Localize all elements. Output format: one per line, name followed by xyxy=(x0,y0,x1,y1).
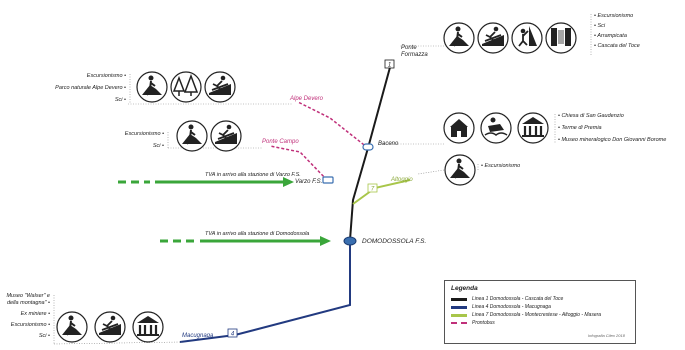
climber-icon xyxy=(511,22,543,54)
line-4-route xyxy=(179,240,351,343)
devero-attraction-item: Sci • xyxy=(115,97,126,103)
formazza-attraction-item: • Escursionismo xyxy=(594,13,633,19)
tva-varzo-arrow xyxy=(118,177,294,187)
baceno-attraction-item: • Terme di Premia xyxy=(558,125,602,131)
stop-ponte-campo: Ponte Campo xyxy=(262,139,299,145)
legend-item: Linea 4 Domodossola - Macugnaga xyxy=(451,303,629,311)
hiker-icon xyxy=(444,154,476,186)
legend-item: Linea 7 Domodossola - Montecrestese - Al… xyxy=(451,311,629,319)
legend-swatch xyxy=(451,322,467,324)
skier-icon xyxy=(477,22,509,54)
macugnaga-icons xyxy=(56,311,164,343)
campo-attraction-item: Sci • xyxy=(153,143,164,149)
stop-altoggio: Altoggio xyxy=(390,177,413,183)
museum-icon xyxy=(517,112,549,144)
legend: Legenda Linea 1 Domodossola - Cascata de… xyxy=(444,280,636,344)
altoggio-icons xyxy=(444,154,476,186)
hiker-icon xyxy=(443,22,475,54)
macugnaga-attraction-item: Escursionismo • xyxy=(11,322,50,328)
svg-text:4: 4 xyxy=(231,332,235,338)
campo-attraction-item: Escursionismo • xyxy=(125,131,164,137)
skier-icon xyxy=(204,71,236,103)
devero-icons xyxy=(136,71,236,103)
altoggio-attraction-item: • Escursionismo xyxy=(481,163,520,169)
line-7-route xyxy=(352,179,411,205)
prontobus-campo-route xyxy=(269,145,328,181)
formazza-attraction-item: • Cascata del Toce xyxy=(594,43,640,49)
skier-icon xyxy=(94,311,126,343)
stop-domodossola: DOMODOSSOLA F.S. xyxy=(362,238,426,245)
formazza-attractions: • Escursionismo • Sci • Arrampicata • Casca… xyxy=(594,13,640,49)
campo-icons xyxy=(176,120,242,152)
macugnaga-attraction-item: Sci • xyxy=(39,333,50,339)
line-1-badge: 1 xyxy=(384,59,395,69)
baceno-icons xyxy=(443,112,549,144)
legend-label: Prontobus xyxy=(472,320,495,326)
forest-icon xyxy=(170,71,202,103)
domodossola-station-marker xyxy=(343,236,357,246)
svg-text:7: 7 xyxy=(371,187,375,193)
altoggio-connector xyxy=(417,169,445,175)
legend-swatch xyxy=(451,305,467,309)
stop-macugnaga: Macugnaga xyxy=(182,333,214,339)
campo-attractions: Escursionismo • Sci • xyxy=(125,131,164,149)
skier-icon xyxy=(210,120,242,152)
spa-icon xyxy=(480,112,512,144)
waterfall-icon xyxy=(545,22,577,54)
legend-label: Linea 1 Domodossola - Cascata del Toce xyxy=(472,296,564,302)
stop-varzo: Varzo F.S. xyxy=(295,179,322,185)
macugnaga-attraction-item: Museo "Walser" e xyxy=(6,293,50,299)
stop-alpe-devero: Alpe Devero xyxy=(289,96,324,102)
credit: Infografia Cileo 2018 xyxy=(588,333,625,338)
macugnaga-attraction-item: della montagna" • xyxy=(7,300,50,306)
hiker-icon xyxy=(176,120,208,152)
line-1-route xyxy=(349,59,393,241)
legend-swatch xyxy=(451,297,467,301)
macugnaga-attraction-item: Ex miniere • xyxy=(21,311,51,317)
baceno-station-marker xyxy=(362,143,374,151)
baceno-attraction-item: • Chiesa di San Gaudenzio xyxy=(558,113,624,119)
baceno-attraction-item: • Museo mineralogico Don Giovanni Borome xyxy=(558,137,666,143)
legend-swatch xyxy=(451,313,467,317)
legend-title: Legenda xyxy=(451,285,478,292)
devero-attraction-item: Parco naturale Alpe Devero • xyxy=(55,85,126,91)
tva-domo-label: TVA in arrivo alla stazione di Domodosso… xyxy=(205,231,309,237)
devero-attraction-item: Escursionismo • xyxy=(87,73,126,79)
line-4-badge: 4 xyxy=(227,328,238,338)
legend-label: Linea 4 Domodossola - Macugnaga xyxy=(472,304,551,310)
formazza-attraction-item: • Sci xyxy=(594,23,606,29)
prontobus-devero-route xyxy=(297,101,369,149)
devero-attractions: Escursionismo • Parco naturale Alpe Dever… xyxy=(55,73,126,103)
legend-label: Linea 7 Domodossola - Montecrestese - Al… xyxy=(472,312,602,318)
tva-domodossola-arrow xyxy=(160,236,331,246)
legend-item: Linea 1 Domodossola - Cascata del Toce xyxy=(451,295,629,303)
church-icon xyxy=(443,112,475,144)
svg-text:1: 1 xyxy=(388,63,391,69)
museum-icon xyxy=(132,311,164,343)
line-7-badge: 7 xyxy=(367,183,378,193)
altoggio-attractions: • Escursionismo xyxy=(481,163,520,169)
formazza-attraction-item: • Arrampicata xyxy=(594,33,627,39)
legend-item: Prontobus xyxy=(451,319,629,327)
baceno-attractions: • Chiesa di San Gaudenzio • Terme di Prem… xyxy=(558,113,666,143)
formazza-icons xyxy=(443,22,577,54)
varzo-station-marker xyxy=(322,176,334,184)
tva-varzo-label: TVA in arrivo alla stazione di Varzo F.S… xyxy=(205,172,301,178)
hiker-icon xyxy=(136,71,168,103)
hiker-icon xyxy=(56,311,88,343)
